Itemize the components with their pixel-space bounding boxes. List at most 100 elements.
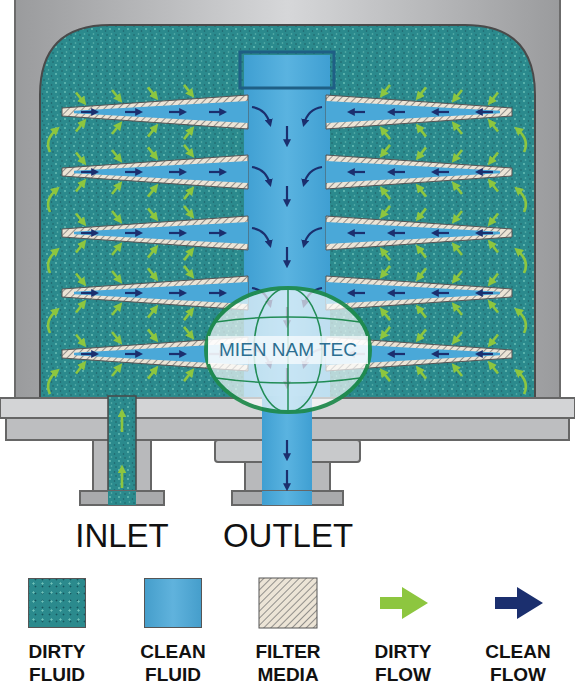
port-label: INLET (75, 517, 169, 555)
dirty-flow-arrow (418, 187, 426, 197)
dirty-flow-arrow (454, 245, 462, 255)
clean-flow-arrow (350, 111, 365, 113)
clean-channel (74, 222, 248, 244)
clean-flow-arrow (304, 228, 322, 245)
legend-swatch (144, 578, 202, 628)
clean-flow-arrow (350, 292, 365, 294)
dirty-flow-arrow (418, 268, 426, 278)
dirty-flow-arrow (382, 250, 390, 260)
legend-item: FILTER MEDIA (233, 578, 343, 686)
dirty-flow-arrow (454, 366, 462, 376)
clean-flow-arrow (286, 247, 288, 265)
housing-shell (15, 0, 560, 401)
dirty-flow-arrow (148, 369, 156, 379)
clean-flow-arrow (209, 111, 224, 113)
legend-item: DIRTY FLUID (2, 578, 112, 686)
filter-media (326, 155, 512, 189)
dirty-flow-arrow (148, 248, 156, 258)
clean-channel (74, 161, 248, 183)
dirty-flow-arrow (112, 211, 120, 221)
dirty-arrow-sample (380, 587, 428, 619)
inlet-bore-end (108, 491, 136, 505)
dirty-flow-arrow (490, 364, 498, 374)
clean-flow-arrow (478, 171, 493, 173)
clean-flow-arrow (169, 232, 184, 234)
clean-channel (326, 161, 500, 183)
clean-flow-arrow (81, 232, 96, 234)
dirty-flow-arrow (76, 364, 84, 374)
dirty-flow-arrow (418, 329, 426, 339)
clean-flow-arrow (478, 292, 493, 294)
dirty-flow-arrow (490, 92, 498, 102)
dirty-flow-arrow (184, 206, 192, 216)
filter-media (62, 276, 248, 310)
legend-text: DIRTY FLUID (2, 640, 112, 686)
dirty-flow-arrow (148, 208, 156, 218)
outlet-flange (232, 491, 343, 505)
clean-flow-arrow (252, 107, 270, 124)
dirty-flow-arrow (184, 145, 192, 155)
clean-flow-arrow (286, 186, 288, 204)
dirty-flow-arrow (148, 87, 156, 97)
clean-flow-arrow (390, 353, 405, 355)
flow-arrows (48, 85, 526, 488)
dirty-flow-arrow (184, 371, 192, 381)
dirty-flow-arrow (148, 147, 156, 157)
clean-flow-arrow (390, 111, 405, 113)
dirty-flow-arrow (490, 182, 498, 192)
logo-ellipse (206, 288, 370, 412)
dirty-flow-arrow (112, 184, 120, 194)
clean-flow-arrow (286, 126, 288, 144)
clean-flow-arrow (286, 440, 288, 458)
dirty-flow-arrow (148, 329, 156, 339)
clean-flow-arrow (390, 171, 405, 173)
dirty-flow-arrow (112, 305, 120, 315)
dirty-flow-arrow (418, 208, 426, 218)
clean-flow-arrow (169, 353, 184, 355)
dirty-flow-arrow (490, 152, 498, 162)
dirty-flow-arrow (454, 332, 462, 342)
dirty-flow-arrow (76, 213, 84, 223)
dirty-flow-arrow (490, 273, 498, 283)
outlet-bore-end (262, 491, 312, 505)
dirty-flow-arrow (418, 248, 426, 258)
dirty-flow-arrow (184, 189, 192, 199)
legend-item: CLEAN FLOW (463, 578, 573, 686)
clean-flow-arrow (209, 292, 224, 294)
clean-channel (74, 282, 248, 304)
dirty-flow-arrow (382, 371, 390, 381)
dirty-chamber (40, 25, 535, 400)
clean-channel (326, 282, 500, 304)
clean-flow-arrow (81, 292, 96, 294)
dirty-flow-arrow (121, 412, 124, 432)
watermark-text: MIEN NAM TEC (219, 339, 357, 361)
dirty-flow-arrow (454, 184, 462, 194)
dirty-flow-arrow (517, 250, 526, 273)
dirty-flow-arrow (490, 213, 498, 223)
clean-flow-arrow (434, 111, 449, 113)
clean-flow-arrow (304, 107, 322, 124)
dirty-flow-arrow (76, 273, 84, 283)
dirty-flow-arrow (382, 206, 390, 216)
dirty-flow-arrow (76, 243, 84, 253)
dirty-flow-arrow (454, 305, 462, 315)
dirty-flow-arrow (382, 327, 390, 337)
clean-flow-arrow (286, 470, 288, 488)
dirty-flow-arrow (418, 308, 426, 318)
clean-flow-arrow (390, 292, 405, 294)
filter-media (62, 95, 248, 129)
dirty-flow-arrow (184, 327, 192, 337)
port-label: OUTLET (223, 517, 353, 555)
clean-flow-arrow (252, 167, 270, 184)
dirty-flow-arrow (454, 211, 462, 221)
clean-flow-arrow (125, 171, 140, 173)
dirty-flow-arrow (76, 334, 84, 344)
clean-flow-arrow (434, 232, 449, 234)
dirty-flow-arrow (184, 85, 192, 95)
dirty-flow-arrow (48, 250, 57, 273)
column-cap (240, 52, 334, 88)
clean-flow-arrow (478, 232, 493, 234)
clean-flow-arrow (125, 292, 140, 294)
dirty-flow-arrow (184, 266, 192, 276)
clean-flow-arrow (81, 171, 96, 173)
